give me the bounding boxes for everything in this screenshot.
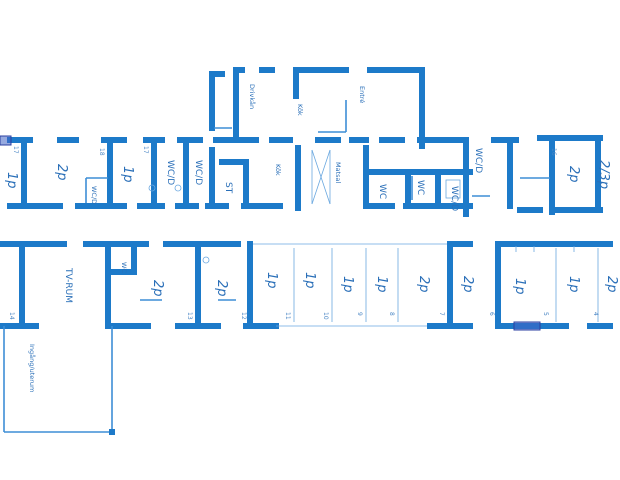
room-label: WC/D <box>193 160 203 185</box>
room-number: 11 <box>284 312 291 320</box>
room-label: Matsal <box>334 162 342 184</box>
room-label: 1p <box>566 276 581 293</box>
room-label: 2p <box>214 280 229 297</box>
highlight-marker-north <box>0 135 12 146</box>
room-label: WC/D <box>449 186 459 211</box>
room-number: 9 <box>356 312 363 316</box>
room-label: TV-RUM <box>63 267 73 303</box>
room-label: 2p <box>416 276 431 293</box>
room-number: 7 <box>438 312 445 316</box>
room-label: 2/3p <box>596 160 611 189</box>
room-label: 2p <box>460 276 475 293</box>
room-label: WC/D <box>473 148 483 173</box>
room-label: 1p <box>512 278 527 295</box>
north-row-bottom-wall <box>7 203 603 213</box>
south-row-partitions <box>19 241 599 329</box>
room-label: Ingång/uterum <box>28 344 37 392</box>
room-number: 10 <box>322 312 329 320</box>
room-label: Kök <box>274 164 282 176</box>
room-label: 2p <box>54 164 69 181</box>
room-number: 17 <box>142 146 149 154</box>
room-label: WC/D <box>165 160 175 185</box>
room-number: 5 <box>542 312 549 316</box>
room-label: 2p <box>604 276 619 293</box>
room-label: WC <box>415 180 425 195</box>
room-label: 1p <box>4 172 19 189</box>
room-number: 17 <box>12 146 19 154</box>
room-number: 6 <box>488 312 495 316</box>
kitchen-wing-walls <box>209 67 469 149</box>
room-label: 1p <box>302 272 317 289</box>
entrance-conservatory <box>3 326 115 435</box>
room-label: Entré <box>358 86 366 103</box>
room-number: 13 <box>186 312 193 320</box>
room-label: Kök <box>296 104 304 116</box>
room-label: 1p <box>340 276 355 293</box>
room-label: WC <box>377 184 387 199</box>
room-label: 1p <box>374 276 389 293</box>
room-label: ST <box>223 182 233 194</box>
highlight-marker-south <box>513 321 541 331</box>
room-number: 8 <box>388 312 395 316</box>
room-label: WC <box>120 262 128 273</box>
room-label: 1p <box>120 166 135 183</box>
room-number: 12 <box>240 312 247 320</box>
room-label: 2p <box>566 166 581 183</box>
room-number: 16 <box>550 148 557 156</box>
room-label: Drivkån <box>248 84 257 109</box>
room-number: 18 <box>98 148 105 156</box>
room-label: WC/D <box>90 186 98 204</box>
north-row-partitions <box>21 137 601 217</box>
room-label: 1p <box>264 272 279 289</box>
room-number: 4 <box>592 312 599 316</box>
room-label: 2p <box>150 280 165 297</box>
room-number: 14 <box>8 312 15 320</box>
